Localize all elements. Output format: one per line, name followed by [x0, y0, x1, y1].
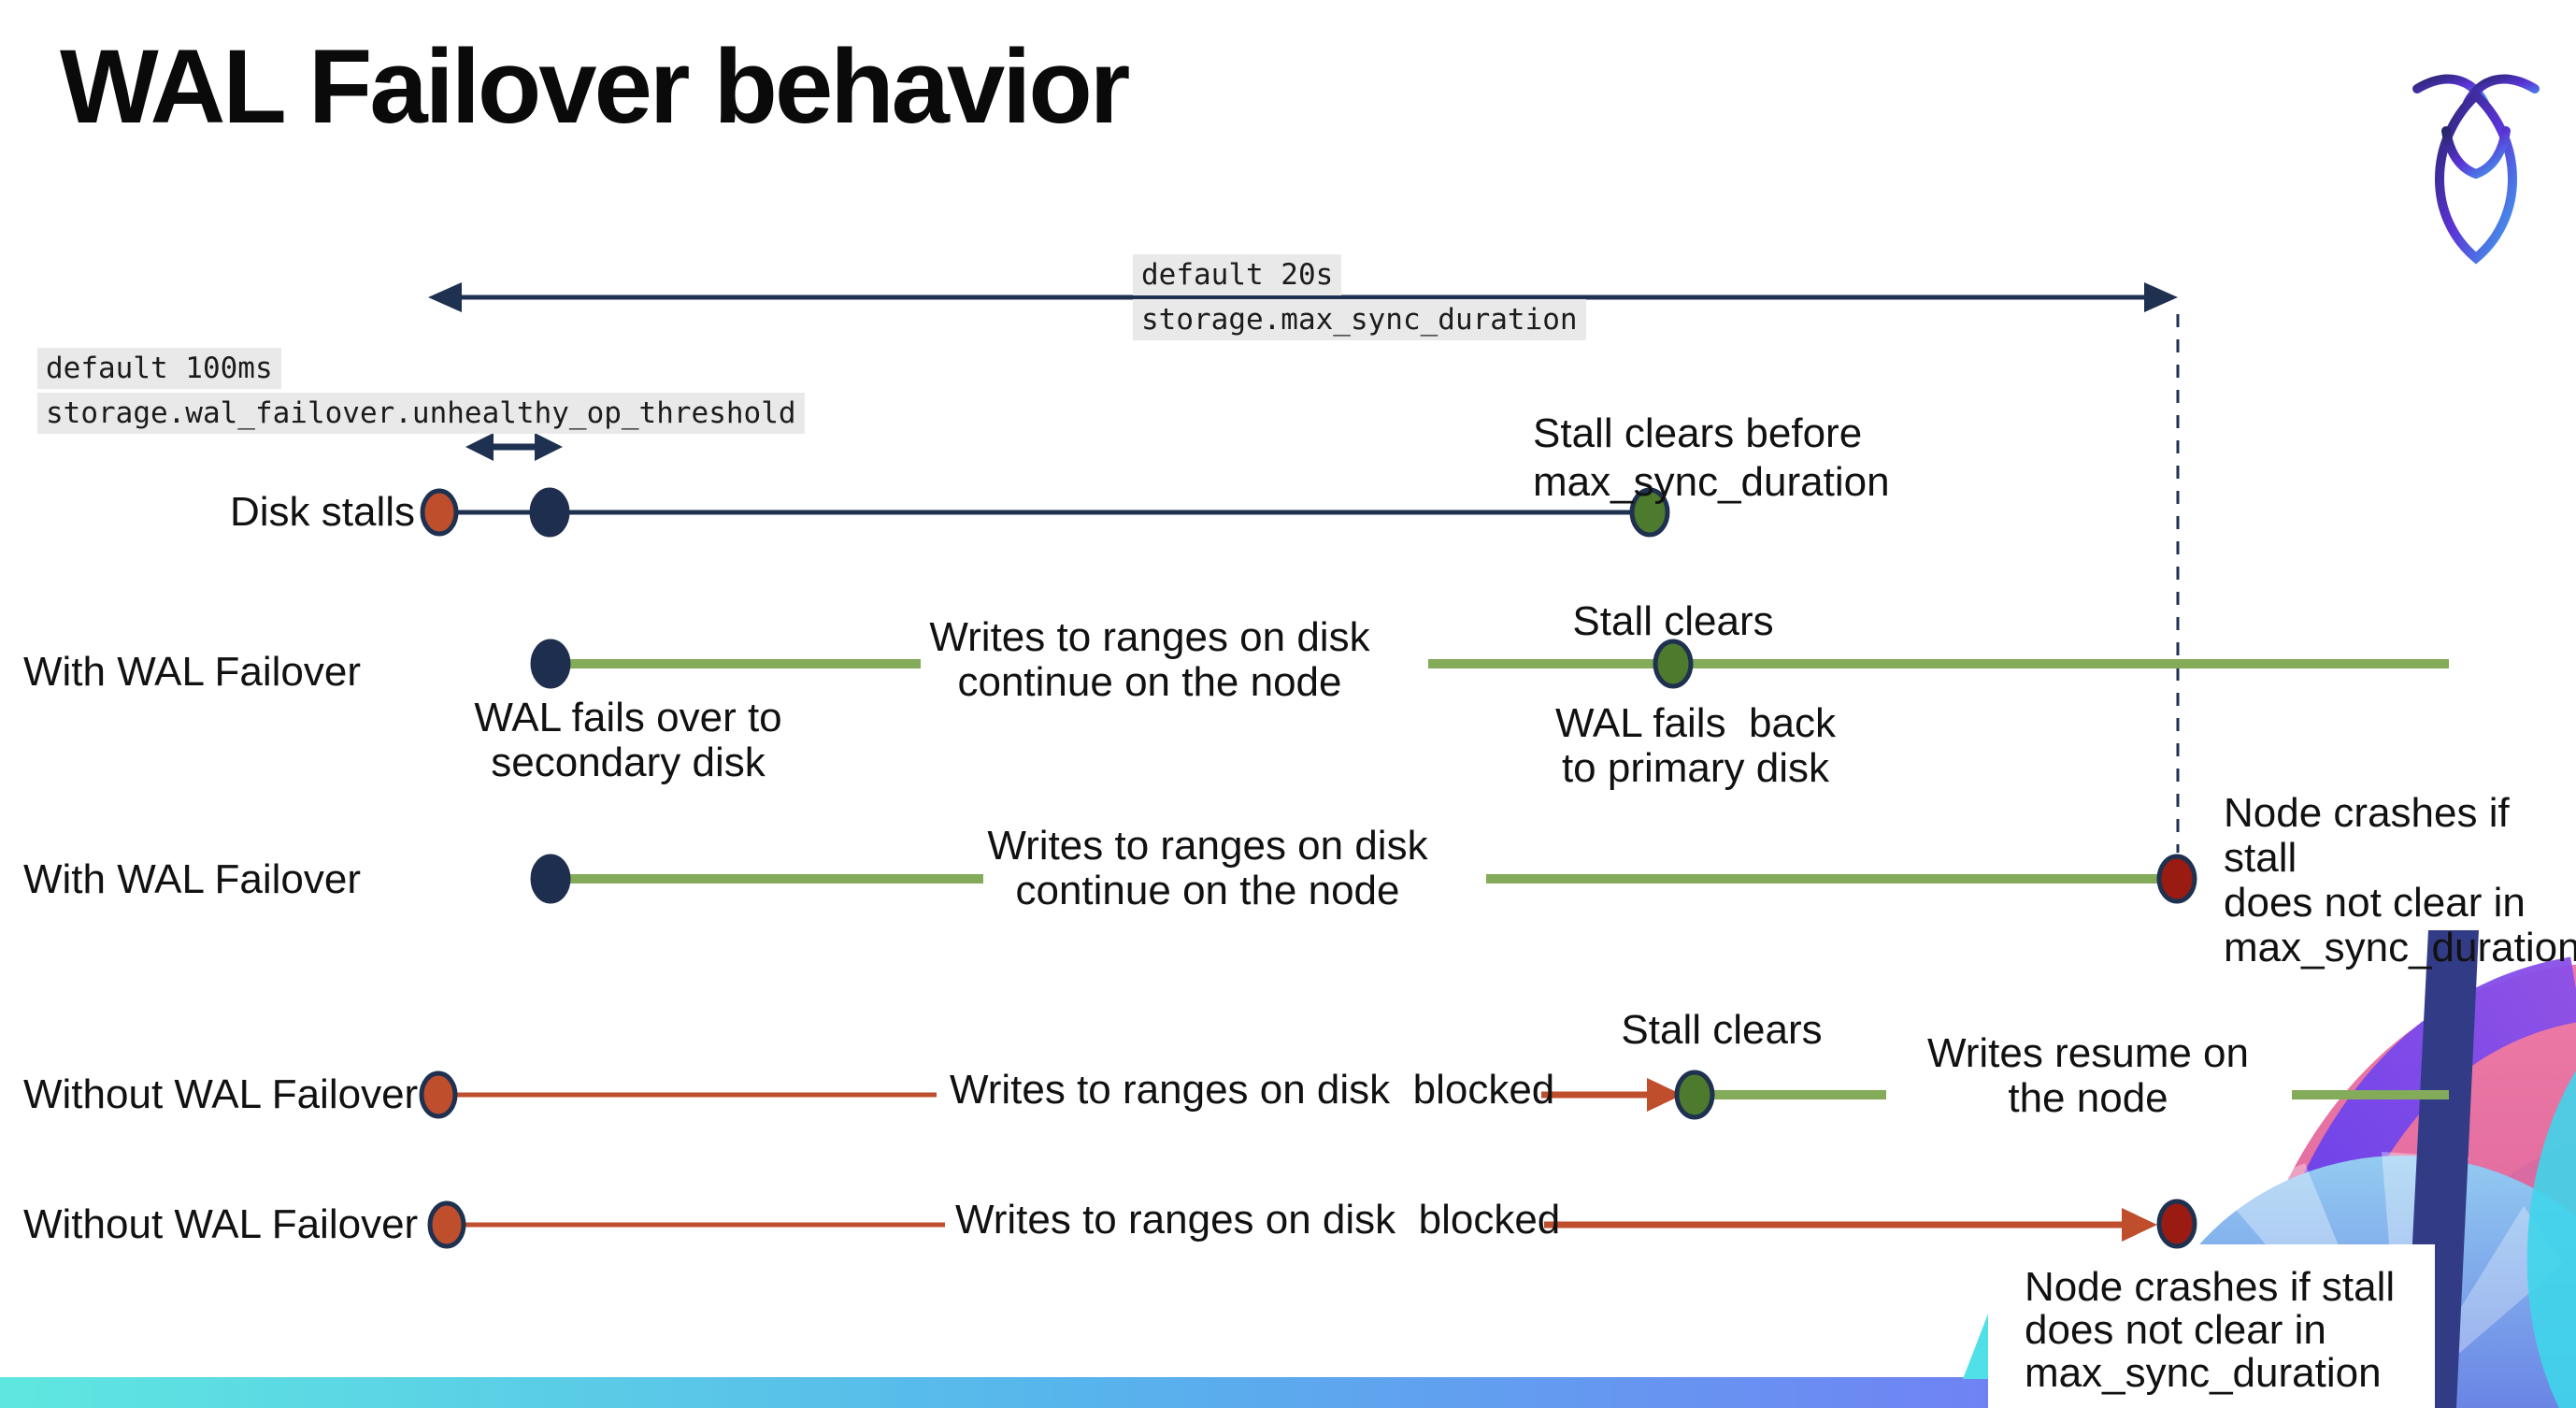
- disk-stalls-timeline: [420, 487, 1670, 538]
- disk-stalls-start-dot: [420, 488, 459, 537]
- crash-callout-box: [1988, 1244, 2435, 1408]
- max-sync-setting-chip: storage.max_sync_duration: [1133, 299, 1586, 340]
- threshold-setting-chip: storage.wal_failover.unhealthy_op_thresh…: [37, 393, 805, 434]
- failover-dot-2: [530, 854, 571, 904]
- stall-start-dot-1: [419, 1070, 458, 1119]
- stall-clears-before-note: Stall clears before max_sync_duration: [1533, 410, 1890, 505]
- failback-dot: [1653, 639, 1694, 689]
- writes-blocked-note-2: Writes to ranges on disk blocked: [955, 1197, 1561, 1243]
- writes-continue-note-2: Writes to ranges on disk continue on the…: [987, 823, 1428, 913]
- wal-fails-over-note: WAL fails over to secondary disk: [474, 695, 782, 785]
- node-crashes-note-1: Node crashes if stall does not clear in …: [2224, 790, 2576, 970]
- writes-resume-note: Writes resume on the node: [1927, 1030, 2249, 1121]
- writes-blocked-note-1: Writes to ranges on disk blocked: [950, 1067, 1555, 1113]
- disk-stalls-clear-dot: [1629, 487, 1670, 538]
- crash-dot-2: [2156, 1199, 2197, 1249]
- stall-start-dot-2: [427, 1200, 466, 1249]
- stall-clears-note-1: Stall clears: [1572, 598, 1774, 644]
- page-title: WAL Failover behavior: [60, 28, 1130, 145]
- row-label-disk-stalls: Disk stalls: [230, 489, 416, 535]
- unhealthy-op-threshold-arrow: [465, 433, 563, 461]
- row-label-without-wal-failover-1: Without WAL Failover: [23, 1071, 419, 1117]
- max-sync-duration-arrow: [428, 282, 2178, 312]
- crash-dot-1: [2156, 854, 2197, 904]
- row-label-with-wal-failover-2: With WAL Failover: [23, 856, 362, 902]
- wal-failover-crash-timeline: [530, 854, 2197, 904]
- no-failover-clears-timeline: [419, 1070, 2449, 1120]
- row-label-with-wal-failover-1: With WAL Failover: [23, 649, 362, 695]
- disk-stalls-threshold-dot: [529, 487, 570, 538]
- wal-failover-clears-timeline: [530, 639, 2449, 689]
- node-crashes-note-2: Node crashes if stall does not clear in …: [2025, 1264, 2396, 1396]
- wal-fails-back-note: WAL fails back to primary disk: [1555, 700, 1836, 791]
- max-sync-default-chip: default 20s: [1133, 254, 1342, 295]
- stall-clear-dot-2: [1674, 1070, 1715, 1120]
- threshold-default-chip: default 100ms: [37, 348, 281, 389]
- row-label-without-wal-failover-2: Without WAL Failover: [23, 1201, 419, 1247]
- cockroachdb-logo-icon: [2412, 74, 2540, 265]
- no-failover-crash-timeline: [427, 1199, 2197, 1249]
- stall-clears-note-2: Stall clears: [1621, 1007, 1823, 1053]
- writes-continue-note-1: Writes to ranges on disk continue on the…: [929, 614, 1370, 705]
- failover-dot: [530, 639, 571, 689]
